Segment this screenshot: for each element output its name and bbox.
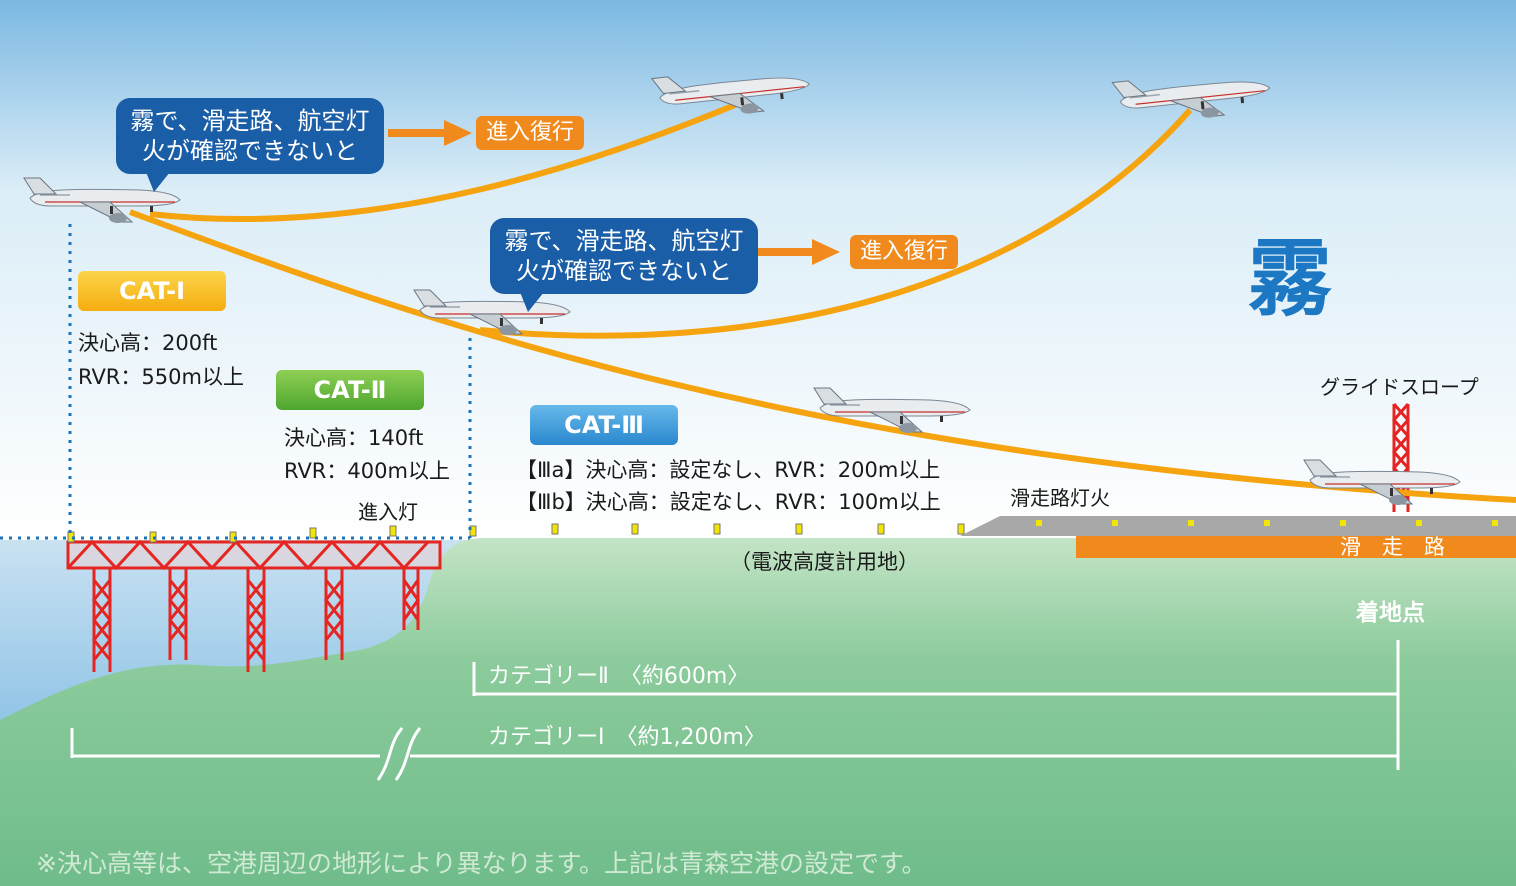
runway — [1076, 536, 1516, 558]
runway-lights-label: 滑走路灯火 — [1010, 486, 1110, 510]
touchdown-label: 着地点 — [1356, 600, 1425, 626]
cat3b-text: 【Ⅲb】決心高：設定なし、RVR：100m以上 — [516, 490, 941, 514]
go-around-path-2 — [479, 108, 1193, 339]
flight-paths — [128, 102, 1516, 503]
footnote: ※決心高等は、空港周辺の地形により異なります。上記は青森空港の設定です。 — [36, 849, 927, 878]
go-around-tag-1: 進入復行 — [476, 116, 585, 150]
cat3a-text: 【Ⅲa】決心高：設定なし、RVR：200m以上 — [516, 458, 941, 482]
cat2-dh: 決心高：140ft — [284, 426, 424, 450]
radio-altimeter-label: （電波高度計用地） — [730, 550, 919, 574]
glide-path — [128, 209, 1516, 503]
runway-label: 滑 走 路 — [1340, 535, 1445, 559]
go-around-arrows — [388, 120, 840, 265]
cat3-badge: CAT-Ⅲ — [530, 405, 678, 445]
cat1-dh: 決心高：200ft — [78, 331, 218, 355]
decision-lines — [0, 224, 472, 540]
cat1-distance-label: カテゴリーⅠ 〈約1,200m〉 — [488, 725, 766, 750]
cat2-rvr: RVR：400m以上 — [284, 459, 450, 483]
go-around-tag-2: 進入復行 — [850, 235, 959, 269]
go-around-path-1 — [149, 102, 737, 223]
cat1-rvr: RVR：550m以上 — [78, 365, 244, 389]
cat2-distance-label: カテゴリーⅡ 〈約600m〉 — [488, 664, 750, 689]
glide-slope-label: グライドスロープ — [1320, 375, 1479, 399]
glide-slope-tower — [1392, 403, 1410, 512]
fog-kanji: 霧 — [1248, 229, 1333, 328]
distance-lines — [70, 640, 1400, 781]
cat1-badge: CAT-Ⅰ — [78, 271, 226, 311]
lights — [67, 520, 1498, 543]
approach-lights-label: 進入灯 — [358, 500, 418, 524]
approach-light-structure — [66, 539, 442, 672]
cat2-badge: CAT-Ⅱ — [276, 370, 424, 410]
ground — [0, 538, 1516, 886]
fog-bubble-2: 霧で、滑走路、航空灯火が確認できないと — [490, 218, 758, 312]
fog-bubble-1: 霧で、滑走路、航空灯火が確認できないと — [116, 98, 384, 192]
